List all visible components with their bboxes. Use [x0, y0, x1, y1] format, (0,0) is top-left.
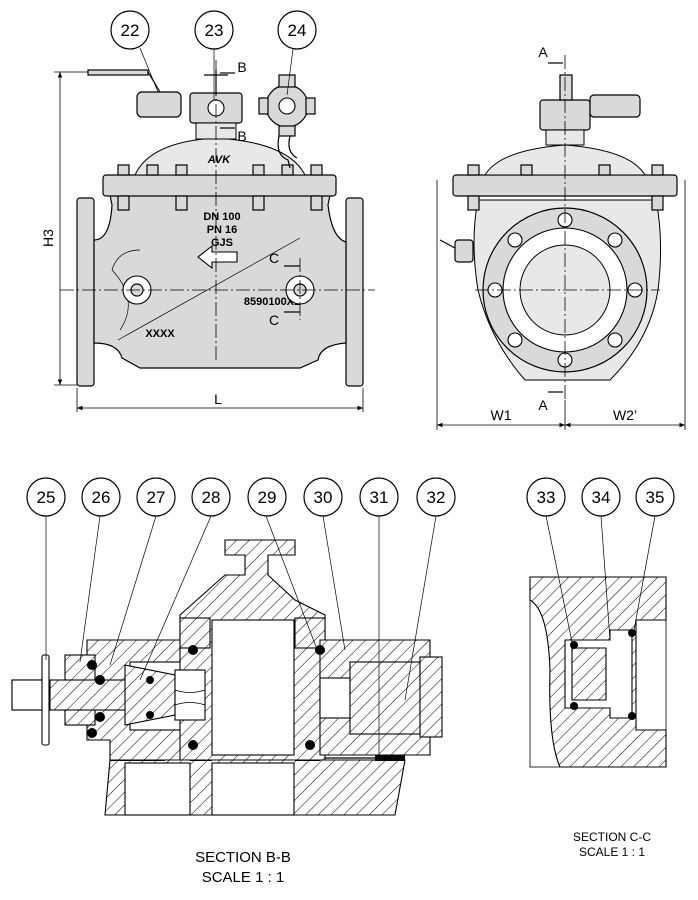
front-view: AVK DN 100 PN 16 GJS 8590100X1 XXXX B B — [40, 59, 375, 412]
section-c-c — [529, 515, 667, 768]
balloon-32: 32 — [416, 477, 456, 517]
dimension-w2-label: W2’ — [613, 407, 637, 423]
balloon-28: 28 — [191, 477, 231, 517]
balloon-26: 26 — [81, 477, 121, 517]
dimension-l-label: L — [214, 391, 222, 407]
balloon-31: 31 — [359, 477, 399, 517]
svg-text:35: 35 — [646, 488, 665, 507]
section-mark-a-top: A — [538, 44, 548, 60]
cast-material: GJS — [211, 237, 233, 249]
svg-text:22: 22 — [121, 21, 140, 40]
svg-text:34: 34 — [592, 488, 611, 507]
cast-code: 8590100X1 — [244, 296, 300, 308]
section-bb-title: SECTION B-B — [195, 849, 291, 866]
section-cc-leaders — [545, 515, 656, 643]
svg-text:29: 29 — [258, 488, 277, 507]
section-mark-c-bottom: C — [269, 312, 279, 328]
valve-body — [93, 194, 347, 369]
dimension-h3-label: H3 — [40, 229, 56, 247]
brand-mark: AVK — [207, 154, 231, 166]
plug — [349, 661, 421, 735]
balloon-25: 25 — [26, 477, 66, 517]
balloon-34: 34 — [581, 477, 621, 517]
svg-text:30: 30 — [314, 488, 333, 507]
cast-dn: DN 100 — [203, 211, 240, 223]
section-mark-b-bottom: B — [237, 128, 246, 144]
handle[interactable] — [41, 654, 50, 746]
section-mark-a-bottom: A — [538, 397, 548, 413]
flow-direction-arrow — [197, 244, 238, 270]
outlet-flange — [345, 197, 364, 387]
o-rings — [87, 645, 325, 750]
balloon-30: 30 — [303, 477, 343, 517]
inlet-flange — [76, 197, 95, 387]
balloon-27: 27 — [136, 477, 176, 517]
balloon-24: 24 — [277, 10, 317, 96]
cover-flange — [102, 174, 337, 197]
svg-text:27: 27 — [147, 488, 166, 507]
section-cc-title: SECTION C-C — [573, 830, 651, 844]
cast-pn: PN 16 — [207, 224, 238, 236]
ball-valve — [136, 91, 182, 118]
ball-valve-handle[interactable] — [87, 69, 149, 76]
svg-text:32: 32 — [427, 488, 446, 507]
svg-text:28: 28 — [202, 488, 221, 507]
section-mark-b-top: B — [237, 59, 246, 75]
svg-text:33: 33 — [537, 488, 556, 507]
side-cover-bolts — [467, 164, 664, 211]
balloon-22: 22 — [110, 10, 159, 93]
balloons: 22 23 24 25 26 27 28 29 — [26, 10, 675, 517]
svg-text:24: 24 — [288, 21, 307, 40]
balloon-33: 33 — [526, 477, 566, 517]
side-view: A A W1 W2’ — [436, 44, 686, 430]
balloon-23: 23 — [194, 10, 234, 100]
dimension-w1-label: W1 — [491, 407, 512, 423]
section-bb-leaders — [45, 515, 437, 758]
cover-bolts — [117, 164, 323, 211]
cast-xxxx: XXXX — [145, 328, 175, 340]
balloon-29: 29 — [247, 477, 287, 517]
pilot-tubing — [277, 135, 291, 169]
section-mark-c-top: C — [269, 250, 279, 266]
section-bb-scale: SCALE 1 : 1 — [202, 869, 285, 886]
svg-text:23: 23 — [205, 21, 224, 40]
svg-text:26: 26 — [92, 488, 111, 507]
section-b-b — [11, 515, 443, 816]
svg-text:31: 31 — [370, 488, 389, 507]
balloon-35: 35 — [635, 477, 675, 517]
section-cc-scale: SCALE 1 : 1 — [579, 845, 645, 859]
svg-text:25: 25 — [37, 488, 56, 507]
